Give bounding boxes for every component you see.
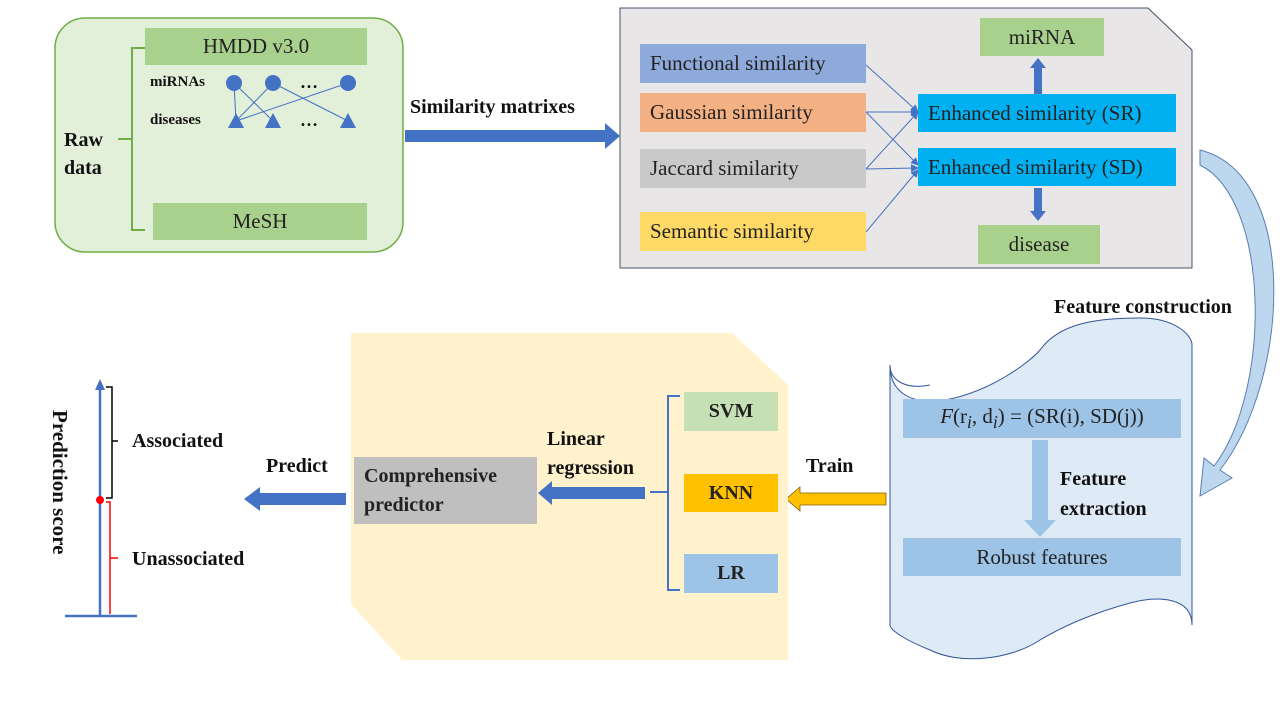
semantic-similarity-box: Semantic similarity bbox=[640, 212, 866, 251]
disease-node bbox=[265, 113, 281, 128]
raw-label-line2: data bbox=[64, 157, 102, 179]
hmdd-box: HMDD v3.0 bbox=[145, 28, 367, 65]
knn-box: KNN bbox=[684, 474, 778, 512]
raw-label-line1: Raw bbox=[64, 129, 103, 151]
robust-features-box: Robust features bbox=[903, 538, 1181, 576]
feature-extraction-line1: Feature bbox=[1060, 468, 1127, 490]
enhanced-sd-box: Enhanced similarity (SD) bbox=[918, 148, 1176, 186]
mirna-box: miRNA bbox=[980, 18, 1104, 56]
similarity-matrixes-label: Similarity matrixes bbox=[410, 96, 575, 118]
comprehensive-line1: Comprehensive bbox=[364, 464, 497, 487]
mirnas-label: miRNAs bbox=[150, 74, 205, 90]
train-arrow bbox=[785, 486, 887, 512]
feature-extraction-line2: extraction bbox=[1060, 498, 1147, 520]
svm-box: SVM bbox=[684, 392, 778, 431]
linear-regression-line2: regression bbox=[547, 457, 635, 479]
disease-node bbox=[340, 113, 356, 128]
functional-similarity-box: Functional similarity bbox=[640, 44, 866, 83]
lr-box: LR bbox=[684, 554, 778, 593]
disease-box: disease bbox=[978, 225, 1100, 264]
formula-box: F(ri, di) = (SR(i), SD(j)) bbox=[903, 399, 1181, 438]
comprehensive-line2: predictor bbox=[364, 493, 444, 516]
train-label: Train bbox=[806, 455, 854, 477]
raw-data-label: Raw data bbox=[64, 126, 103, 182]
mirna-node bbox=[265, 75, 281, 91]
diseases-label: diseases bbox=[150, 112, 201, 128]
to-mirna-arrow bbox=[1030, 58, 1046, 94]
linear-regression-arrow bbox=[538, 481, 645, 505]
formula-text: F(ri, di) = (SR(i), SD(j)) bbox=[940, 403, 1144, 433]
threshold-point bbox=[96, 496, 104, 504]
mesh-box: MeSH bbox=[153, 203, 367, 240]
classifier-brace bbox=[650, 395, 680, 591]
disease-ellipsis: … bbox=[300, 110, 318, 130]
mirna-node bbox=[340, 75, 356, 91]
enhanced-sr-box: Enhanced similarity (SR) bbox=[918, 94, 1176, 132]
jaccard-similarity-box: Jaccard similarity bbox=[640, 149, 866, 188]
associated-label: Associated bbox=[132, 430, 224, 452]
mirna-ellipsis: … bbox=[300, 72, 318, 92]
linear-regression-label: Linear regression bbox=[547, 425, 634, 483]
raw-data-panel bbox=[54, 17, 404, 253]
prediction-score-axis bbox=[65, 379, 137, 618]
feature-panel-curl bbox=[889, 364, 931, 387]
comprehensive-predictor-box: Comprehensive predictor bbox=[354, 457, 537, 524]
unassociated-label: Unassociated bbox=[132, 548, 245, 570]
prediction-score-label: Prediction score bbox=[48, 410, 72, 555]
predict-arrow bbox=[244, 487, 346, 511]
feature-construction-curve-arrow bbox=[1199, 149, 1275, 497]
mirna-node bbox=[226, 75, 242, 91]
linear-regression-line1: Linear bbox=[547, 428, 605, 450]
raw-data-brace bbox=[118, 47, 145, 231]
feature-extraction-label: Feature extraction bbox=[1060, 464, 1147, 524]
feature-construction-label: Feature construction bbox=[1054, 296, 1232, 318]
feature-extraction-arrow bbox=[1024, 440, 1056, 537]
gaussian-similarity-box: Gaussian similarity bbox=[640, 93, 866, 132]
similarity-matrixes-arrow bbox=[405, 123, 620, 149]
predict-label: Predict bbox=[266, 455, 328, 477]
disease-node bbox=[228, 113, 244, 128]
similarity-connectors bbox=[865, 64, 919, 233]
to-disease-arrow bbox=[1030, 188, 1046, 221]
